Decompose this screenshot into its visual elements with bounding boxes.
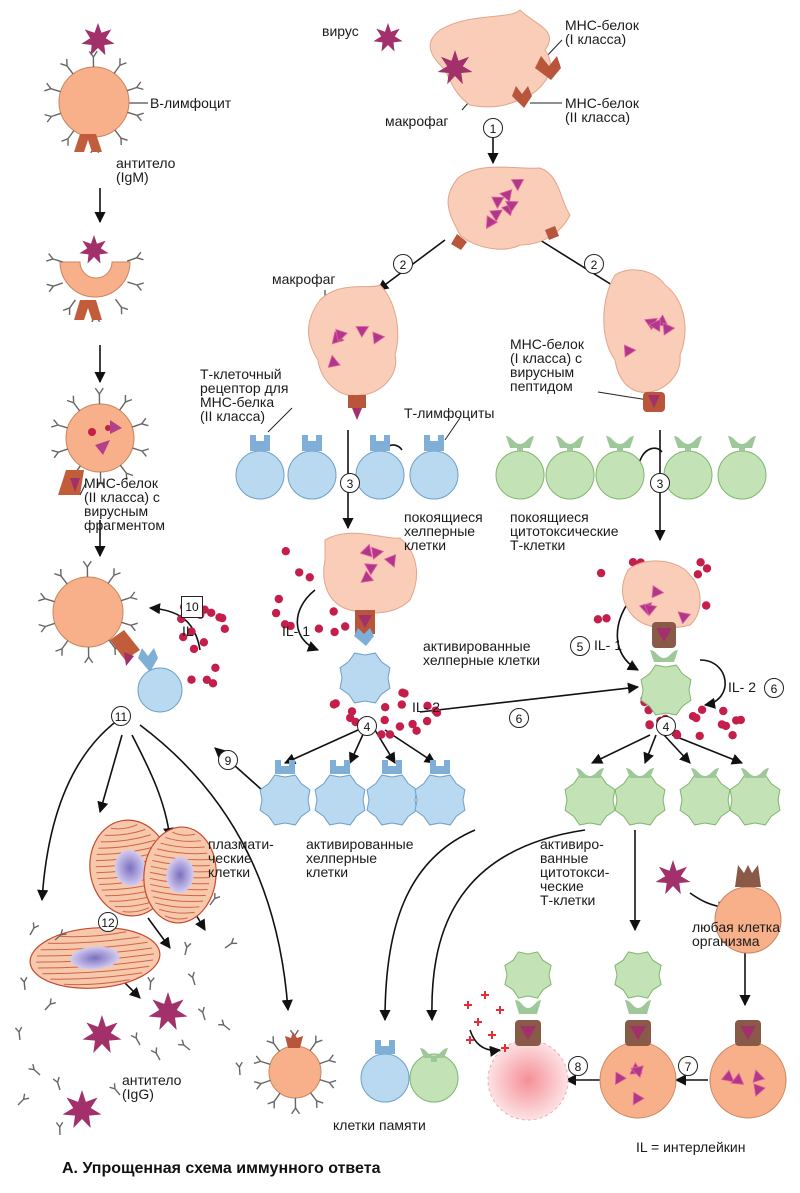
igg-antibodies [14,892,243,1136]
t-lymphocytes [235,435,781,826]
label-plasma-cells: плазмати- ческие клетки [208,836,274,880]
label-macrophage-top: макрофаг [385,113,449,129]
label-antibody-igm: антитело (IgM) [116,155,176,185]
label-il2-right: IL- 2 [728,679,757,695]
step-4-right: 4 [656,716,676,736]
label-virus: вирус [322,23,359,39]
label-activated-helper-bottom: активированные хелперные клетки [306,836,414,880]
label-activated-helper-mid: активированные хелперные клетки [423,638,541,668]
activated-cytotoxic-cell [640,664,692,716]
label-b-lymphocyte: В-лимфоцит [150,95,232,111]
b-lymphocyte-column [38,23,183,713]
label-il2-mid: IL- 2 [412,699,441,715]
perforin-plus-signs [464,991,509,1052]
step-1: 1 [483,118,503,138]
virus-particles [62,23,691,1128]
step-3-right: 3 [650,473,670,493]
step-2-right: 2 [584,254,604,274]
label-any-cell: любая клетка организма [692,919,781,949]
step-12: 12 [98,912,118,932]
label-mhc1: МНС-белок (I класса) [565,17,639,47]
virus-star [81,23,115,56]
b-lymphocyte-cell [44,23,144,154]
label-macrophage-left: макрофаг [272,271,336,287]
label-mhc1-peptide: МНС-белок (I класса) с вирусным пептидом [510,336,584,394]
infected-cell-right [709,1020,787,1119]
macrophage-top [429,9,561,108]
memory-helper-cell [360,1040,410,1103]
step-3-left: 3 [340,473,360,493]
label-il1-left: IL- 1 [282,623,311,639]
b-cell-activated [38,560,183,713]
step-10: 10 [181,596,203,618]
label-mhc2: МНС-белок (II класса) [565,95,639,125]
bottom-cells [253,865,787,1121]
memory-b-cell [253,1029,337,1115]
macrophages [308,9,701,716]
macrophage-processing [447,166,571,250]
b-cell-binding-virus [46,235,144,323]
figure-caption: А. Упрощенная схема иммунного ответа [62,1160,381,1177]
macrophage-right [603,269,686,412]
dying-cell [464,951,569,1121]
step-4-left: 4 [357,716,377,736]
b-cell-with-fragments [51,387,149,495]
label-t-receptor: Т-клеточный рецептор для МНС-белка (II к… [200,366,289,424]
infected-cell-attacked [599,951,677,1119]
legend-interleukin: IL = интерлейкин [636,1139,746,1155]
step-8: 8 [568,1056,588,1076]
macrophage-left [308,284,399,420]
macrophage-cytotoxic-activation [622,560,701,716]
label-t-lymphocytes: Т-лимфоциты [404,405,495,421]
label-resting-helper: покоящиеся хелперные клетки [404,509,483,553]
label-mhc2-fragment: МНС-белок (II класса) с вирусным фрагмен… [84,475,166,533]
step-11: 11 [111,706,131,726]
step-6-right: 6 [764,678,784,698]
step-9: 9 [218,750,238,770]
activated-helper-cell [339,652,391,704]
label-il: IL [182,623,194,639]
step-6-mid: 6 [509,708,529,728]
label-il1-right: IL- 1 [594,637,623,653]
label-memory-cells: клетки памяти [333,1117,426,1133]
step-2-left: 2 [393,254,413,274]
label-antibody-igg: антитело (IgG) [122,1072,182,1102]
step-7: 7 [678,1056,698,1076]
macrophage-helper-activation [323,532,418,704]
label-activated-cytotoxic: активиро- ванные цитотокси- ческие Т-кле… [540,836,610,908]
label-resting-cytotoxic: покоящиеся цитотоксические Т-клетки [510,509,619,553]
step-5: 5 [570,636,590,656]
any-body-cell-top [714,865,782,954]
memory-cytotoxic-cell [409,1048,459,1103]
plasma-cells [29,819,217,989]
